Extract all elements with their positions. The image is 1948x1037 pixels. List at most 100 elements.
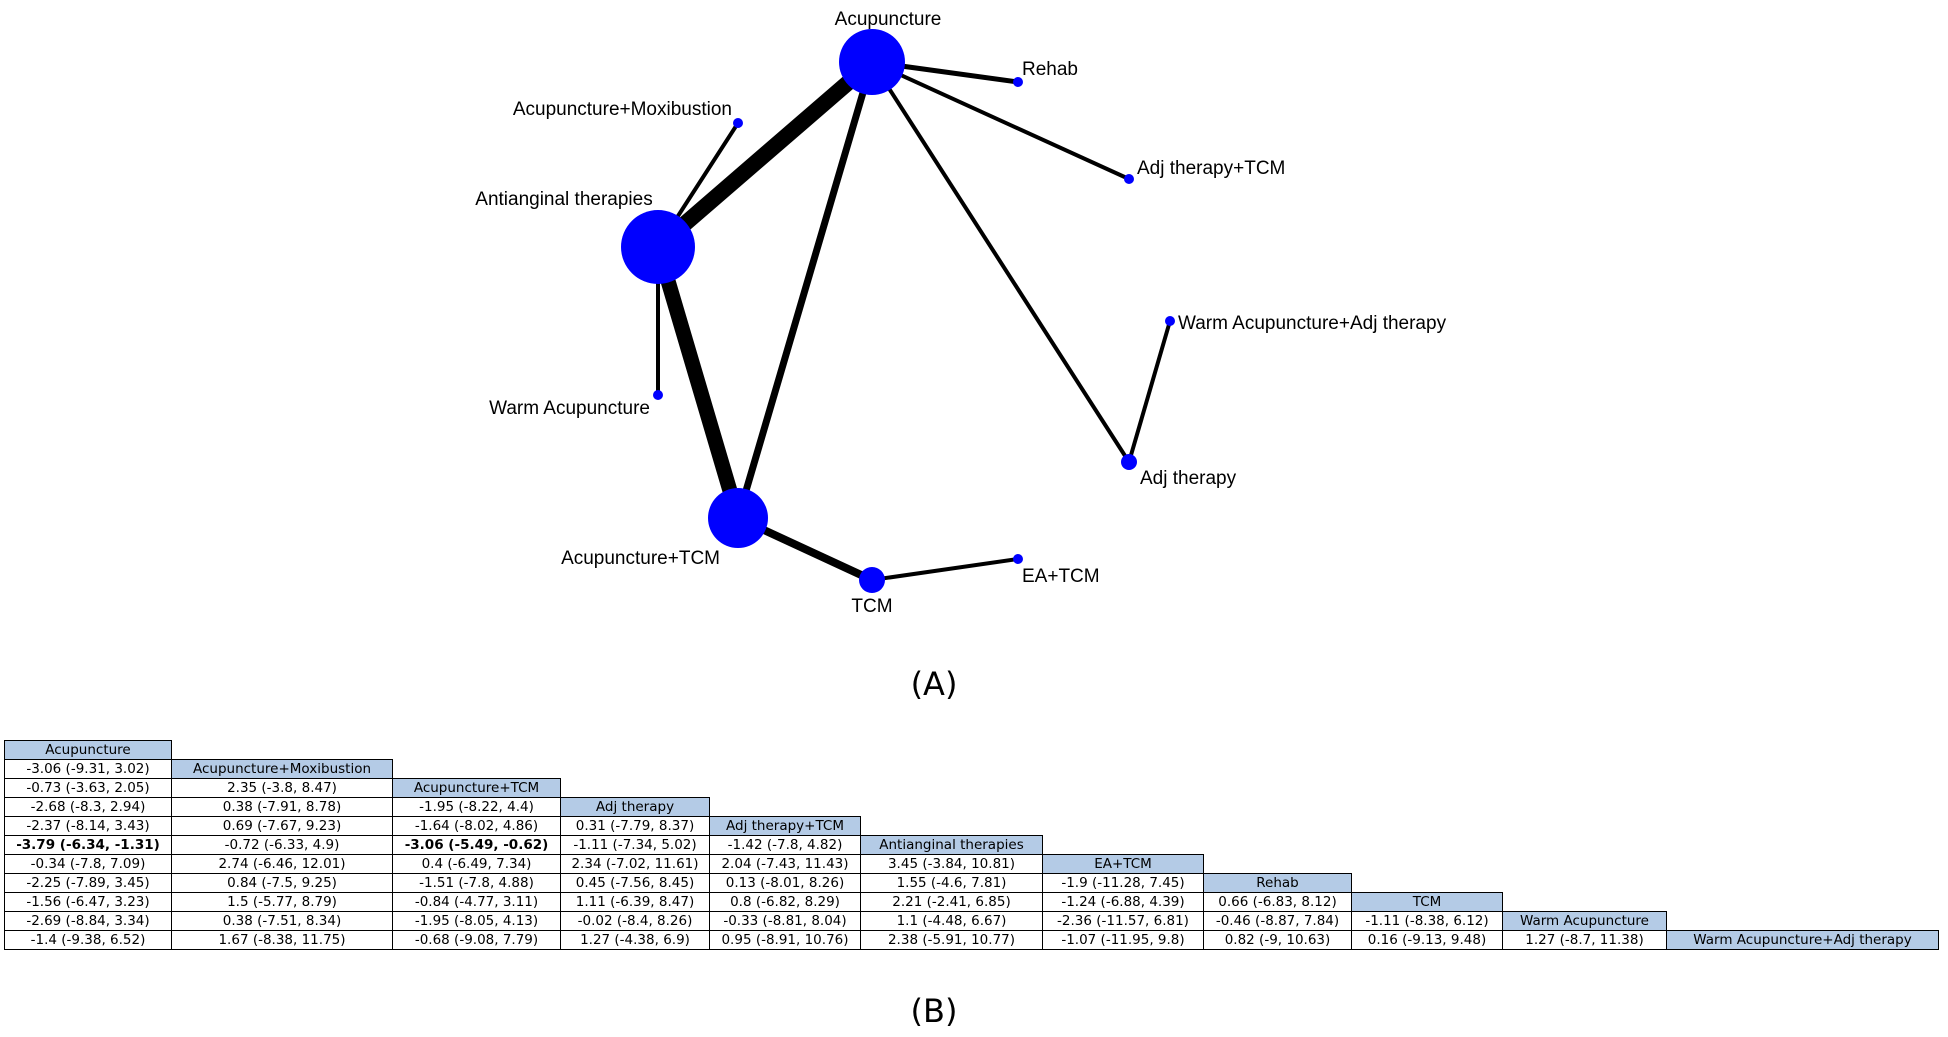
league-cell: -0.84 (-4.77, 3.11) bbox=[392, 892, 561, 912]
league-cell: 0.38 (-7.51, 8.34) bbox=[171, 911, 393, 931]
league-cell: -2.37 (-8.14, 3.43) bbox=[4, 816, 172, 836]
league-diagonal-treatment: EA+TCM bbox=[1042, 854, 1204, 874]
league-diagonal-treatment: Warm Acupuncture bbox=[1502, 911, 1667, 931]
league-diagonal-treatment: TCM bbox=[1351, 892, 1503, 912]
league-empty-cell bbox=[1043, 817, 1204, 836]
league-row: -3.79 (-6.34, -1.31)-0.72 (-6.33, 4.9)-3… bbox=[4, 835, 1939, 855]
league-empty-cell bbox=[1503, 836, 1667, 855]
league-cell: 0.31 (-7.79, 8.37) bbox=[560, 816, 710, 836]
league-cell: 0.38 (-7.91, 8.78) bbox=[171, 797, 393, 817]
node-label-ea-tcm: EA+TCM bbox=[1022, 566, 1100, 587]
league-empty-cell bbox=[1667, 855, 1939, 874]
league-cell: -1.9 (-11.28, 7.45) bbox=[1042, 873, 1204, 893]
league-cell: 2.04 (-7.43, 11.43) bbox=[709, 854, 861, 874]
node-label-acupuncture-tcm: Acupuncture+TCM bbox=[561, 548, 720, 569]
league-empty-cell bbox=[1352, 836, 1503, 855]
league-empty-cell bbox=[561, 779, 710, 798]
node-acupuncture bbox=[839, 29, 905, 95]
league-empty-cell bbox=[1667, 912, 1939, 931]
league-cell: -0.72 (-6.33, 4.9) bbox=[171, 835, 393, 855]
edge-acupuncture-to-adj-therapy-tcm bbox=[871, 60, 1130, 181]
league-empty-cell bbox=[710, 798, 861, 817]
edge-antianginal-therapies-to-acupuncture-tcm bbox=[650, 244, 746, 521]
league-cell: 1.11 (-6.39, 8.47) bbox=[560, 892, 710, 912]
league-diagonal-treatment: Acupuncture bbox=[4, 740, 172, 760]
node-acupuncture-moxibustion bbox=[733, 118, 743, 128]
league-empty-cell bbox=[1503, 893, 1667, 912]
league-row: Acupuncture bbox=[4, 740, 1939, 760]
league-cell: 0.95 (-8.91, 10.76) bbox=[709, 930, 861, 950]
league-empty-cell bbox=[1667, 893, 1939, 912]
edge-adj-therapy-to-warm-acupuncture-adj-therapy bbox=[1127, 320, 1172, 463]
league-empty-cell bbox=[393, 760, 561, 779]
league-cell: -2.36 (-11.57, 6.81) bbox=[1042, 911, 1204, 931]
league-row: -0.34 (-7.8, 7.09)2.74 (-6.46, 12.01)0.4… bbox=[4, 854, 1939, 874]
league-row: -2.68 (-8.3, 2.94)0.38 (-7.91, 8.78)-1.9… bbox=[4, 797, 1939, 817]
league-cell: -1.56 (-6.47, 3.23) bbox=[4, 892, 172, 912]
league-cell: 0.4 (-6.49, 7.34) bbox=[392, 854, 561, 874]
node-antianginal-therapies bbox=[621, 210, 695, 284]
edge-acupuncture-to-antianginal-therapies bbox=[652, 55, 878, 254]
league-cell: -1.95 (-8.05, 4.13) bbox=[392, 911, 561, 931]
league-cell: 3.45 (-3.84, 10.81) bbox=[860, 854, 1043, 874]
node-adj-therapy bbox=[1121, 454, 1137, 470]
league-empty-cell bbox=[1204, 741, 1352, 760]
league-diagonal-treatment: Acupuncture+Moxibustion bbox=[171, 759, 393, 779]
league-cell: 2.38 (-5.91, 10.77) bbox=[860, 930, 1043, 950]
panel-b-label: (B) bbox=[910, 992, 958, 1030]
network-labels: AcupunctureAcupuncture+MoxibustionAcupun… bbox=[475, 9, 1446, 617]
node-label-acupuncture-moxibustion: Acupuncture+Moxibustion bbox=[513, 99, 732, 120]
league-cell: -1.07 (-11.95, 9.8) bbox=[1042, 930, 1204, 950]
league-empty-cell bbox=[1352, 760, 1503, 779]
node-label-adj-therapy: Adj therapy bbox=[1140, 468, 1237, 489]
league-empty-cell bbox=[1204, 798, 1352, 817]
league-cell: -1.42 (-7.8, 4.82) bbox=[709, 835, 861, 855]
league-row: -2.37 (-8.14, 3.43)0.69 (-7.67, 9.23)-1.… bbox=[4, 816, 1939, 836]
league-empty-cell bbox=[861, 779, 1043, 798]
edge-acupuncture-to-adj-therapy bbox=[870, 60, 1131, 464]
league-empty-cell bbox=[1352, 741, 1503, 760]
league-empty-cell bbox=[1503, 798, 1667, 817]
league-empty-cell bbox=[1043, 836, 1204, 855]
league-cell: -2.25 (-7.89, 3.45) bbox=[4, 873, 172, 893]
league-empty-cell bbox=[1204, 855, 1352, 874]
league-empty-cell bbox=[710, 760, 861, 779]
node-label-tcm: TCM bbox=[851, 596, 892, 617]
league-cell: -0.73 (-3.63, 2.05) bbox=[4, 778, 172, 798]
node-rehab bbox=[1013, 77, 1023, 87]
edge-tcm-to-ea-tcm bbox=[871, 557, 1019, 582]
league-diagonal-treatment: Adj therapy bbox=[560, 797, 710, 817]
node-tcm bbox=[859, 567, 885, 593]
league-cell: 0.45 (-7.56, 8.45) bbox=[560, 873, 710, 893]
node-label-warm-acupuncture-adj-therapy: Warm Acupuncture+Adj therapy bbox=[1178, 313, 1447, 334]
league-cell: -1.4 (-9.38, 6.52) bbox=[4, 930, 172, 950]
league-cell: 1.5 (-5.77, 8.79) bbox=[171, 892, 393, 912]
league-empty-cell bbox=[861, 798, 1043, 817]
league-empty-cell bbox=[1204, 817, 1352, 836]
league-empty-cell bbox=[172, 741, 393, 760]
league-cell: -1.24 (-6.88, 4.39) bbox=[1042, 892, 1204, 912]
node-ea-tcm bbox=[1013, 554, 1023, 564]
league-empty-cell bbox=[1503, 874, 1667, 893]
node-warm-acupuncture-adj-therapy bbox=[1165, 316, 1175, 326]
league-cell: -1.11 (-8.38, 6.12) bbox=[1351, 911, 1503, 931]
league-empty-cell bbox=[1503, 855, 1667, 874]
league-empty-cell bbox=[1667, 741, 1939, 760]
league-cell: -0.46 (-8.87, 7.84) bbox=[1203, 911, 1352, 931]
league-row: -0.73 (-3.63, 2.05)2.35 (-3.8, 8.47)Acup… bbox=[4, 778, 1939, 798]
league-cell: -3.79 (-6.34, -1.31) bbox=[4, 835, 172, 855]
league-cell: -0.34 (-7.8, 7.09) bbox=[4, 854, 172, 874]
league-empty-cell bbox=[861, 741, 1043, 760]
league-cell: -2.68 (-8.3, 2.94) bbox=[4, 797, 172, 817]
node-label-antianginal-therapies: Antianginal therapies bbox=[475, 189, 652, 210]
league-empty-cell bbox=[1503, 741, 1667, 760]
league-row: -2.69 (-8.84, 3.34)0.38 (-7.51, 8.34)-1.… bbox=[4, 911, 1939, 931]
league-cell: 1.67 (-8.38, 11.75) bbox=[171, 930, 393, 950]
league-empty-cell bbox=[1503, 760, 1667, 779]
league-cell: 0.82 (-9, 10.63) bbox=[1203, 930, 1352, 950]
league-empty-cell bbox=[1043, 760, 1204, 779]
league-empty-cell bbox=[1352, 874, 1503, 893]
league-empty-cell bbox=[1503, 817, 1667, 836]
league-empty-cell bbox=[1352, 779, 1503, 798]
node-acupuncture-tcm bbox=[708, 488, 768, 548]
